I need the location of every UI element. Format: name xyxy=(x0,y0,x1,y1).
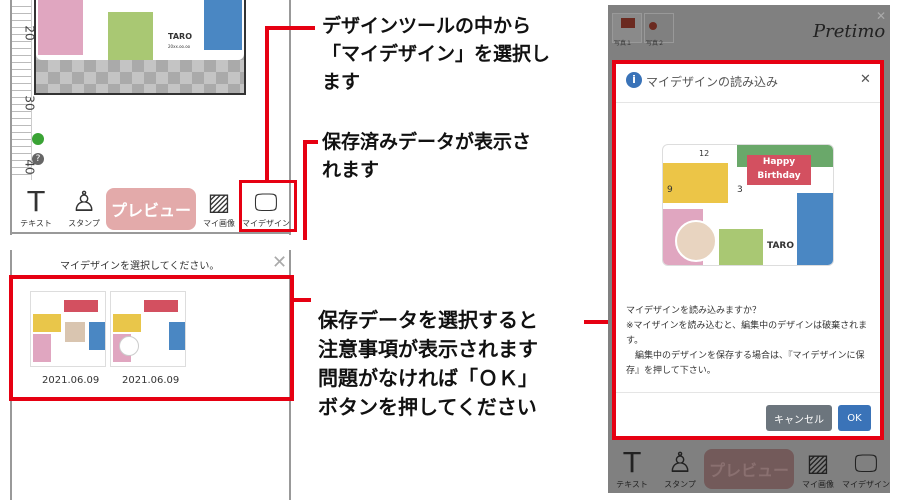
card-preview: TARO 20xx.oo.oo xyxy=(36,0,244,60)
ruler-mark: 30 xyxy=(22,95,37,111)
ok-button[interactable]: OK xyxy=(838,405,871,431)
modal-title: マイデザインの読み込み xyxy=(646,75,779,89)
card-date: 20xx.oo.oo xyxy=(168,44,191,49)
photo-tab[interactable] xyxy=(612,13,642,43)
divider xyxy=(616,392,880,393)
tool-label: テキスト xyxy=(616,480,648,489)
baby-photo xyxy=(675,220,717,262)
chat-icon[interactable] xyxy=(32,133,44,145)
stamp-tool-button[interactable]: ♙スタンプ xyxy=(658,447,702,490)
stamp-icon: ♙ xyxy=(71,185,97,218)
monitor-brush-icon: 🖵 xyxy=(254,188,278,216)
highlight-my-design xyxy=(239,180,297,232)
toolbar-bottom-border xyxy=(10,232,291,234)
saved-design-date: 2021.06.09 xyxy=(42,375,100,386)
stamp-icon: ♙ xyxy=(667,446,693,479)
connector-line xyxy=(303,140,307,240)
my-design-tool-button[interactable]: 🖵 マイデザイン xyxy=(842,447,890,490)
modal-message: マイデザインを読み込みますか？※マイザインを読み込むと、編集中のデザインは破棄さ… xyxy=(626,306,868,376)
highlight-saved-designs xyxy=(9,275,294,401)
cancel-button[interactable]: キャンセル xyxy=(766,405,832,431)
stamp-tool-button[interactable]: ♙スタンプ xyxy=(62,186,106,229)
image-icon: ▨ xyxy=(207,188,231,216)
my-image-tool-button[interactable]: ▨ マイ画像 xyxy=(796,447,840,490)
close-icon[interactable]: ✕ xyxy=(272,252,288,273)
annotation-step2: 保存済みデータが表示されます xyxy=(322,131,532,181)
saved-design-thumbnail[interactable] xyxy=(30,291,106,367)
preview-button[interactable]: プレビュー xyxy=(106,188,196,230)
card-name: TARO xyxy=(168,32,192,41)
design-canvas[interactable]: TARO 20xx.oo.oo xyxy=(34,0,246,95)
monitor-brush-icon: 🖵 xyxy=(854,449,878,477)
pretimo-logo: Pretimo xyxy=(813,21,886,42)
ruler: 20 30 40 xyxy=(12,0,37,180)
preview-button[interactable]: プレビュー xyxy=(704,449,794,489)
connector-line xyxy=(265,26,315,30)
help-icon[interactable]: ? xyxy=(32,153,44,165)
tool-label: スタンプ xyxy=(68,219,100,228)
panel-title: マイデザインを選択してください。 xyxy=(60,261,220,272)
photo-tab-label: 写真１ xyxy=(614,40,633,47)
image-icon: ▨ xyxy=(806,449,830,477)
text-icon: T xyxy=(27,185,45,218)
connector-line xyxy=(265,26,269,182)
highlight-modal xyxy=(612,60,884,440)
panel-border-right xyxy=(289,0,291,235)
connector-line xyxy=(293,298,311,302)
saved-design-thumbnail[interactable] xyxy=(110,291,186,367)
saved-design-date: 2021.06.09 xyxy=(122,375,180,386)
my-design-tool-button[interactable]: 🖵 マイデザイン xyxy=(242,186,290,229)
connector-line xyxy=(584,320,612,324)
tool-label: マイデザイン xyxy=(842,480,890,489)
modal-close-icon[interactable]: ✕ xyxy=(860,72,871,87)
info-icon: i xyxy=(626,72,642,88)
divider xyxy=(616,102,880,103)
close-icon[interactable]: ✕ xyxy=(876,9,887,23)
my-image-tool-button[interactable]: ▨ マイ画像 xyxy=(198,186,240,229)
photo-tab-label: 写真２ xyxy=(646,40,665,47)
clock-number: 3 xyxy=(737,185,743,195)
text-icon: T xyxy=(623,446,641,479)
clock-number: 9 xyxy=(667,185,673,195)
tool-label: マイデザイン xyxy=(242,219,290,228)
tool-label: テキスト xyxy=(20,219,52,228)
tool-label: マイ画像 xyxy=(802,480,834,489)
photo-tab[interactable] xyxy=(644,13,674,43)
clock-number: 12 xyxy=(699,149,710,158)
annotation-step3: 保存データを選択すると注意事項が表示されます問題がなければ「ＯＫ」ボタンを押して… xyxy=(318,308,538,419)
tool-label: スタンプ xyxy=(664,480,696,489)
annotation-step1: デザインツールの中から「マイデザイン」を選択します xyxy=(322,15,551,93)
panel-border-left xyxy=(10,0,12,235)
tool-label: マイ画像 xyxy=(203,219,235,228)
card-name: TARO xyxy=(767,241,794,251)
connector-line xyxy=(303,140,318,144)
